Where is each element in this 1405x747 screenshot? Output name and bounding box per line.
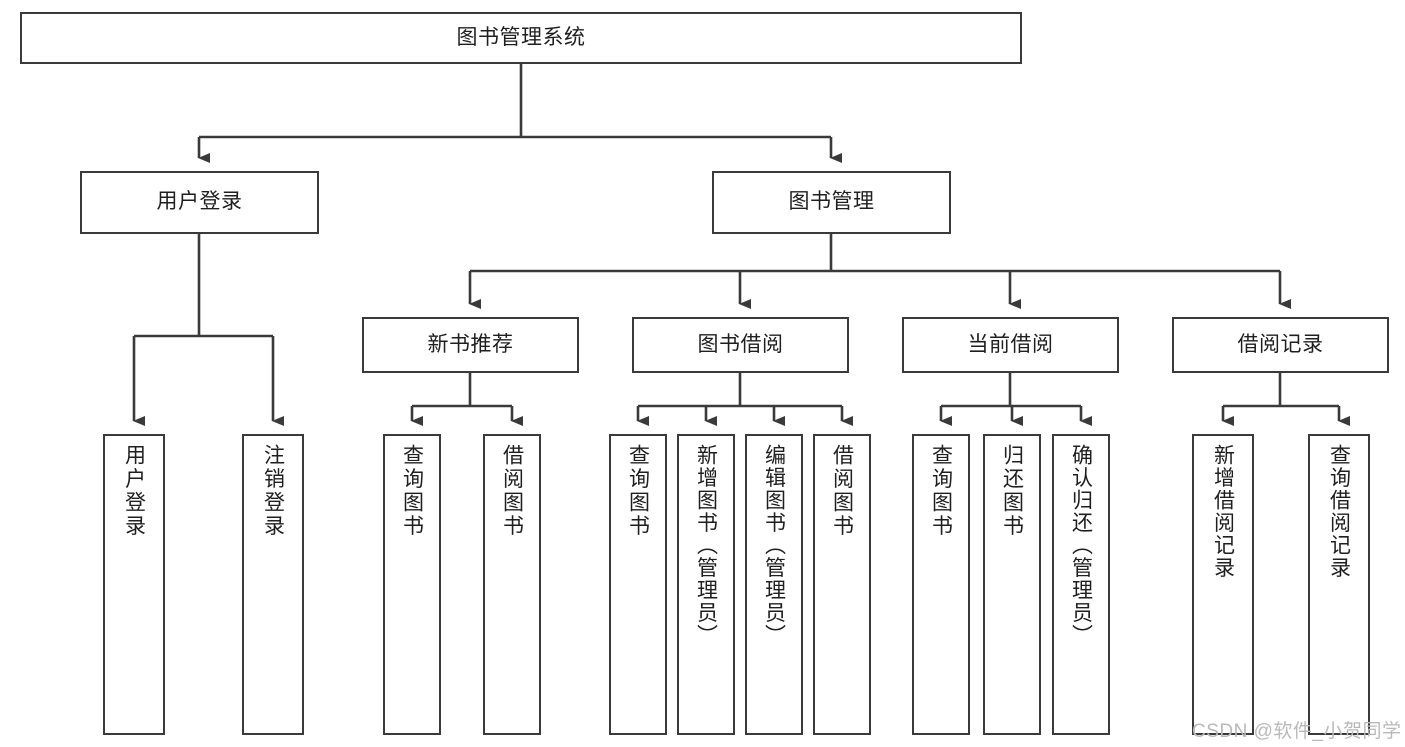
node-borrow-record[interactable]: 借阅记录 <box>1172 317 1389 373</box>
leaf-user-login-label: 用户登录 <box>122 444 146 538</box>
leaf-query-book-recommend-label: 查询图书 <box>400 444 424 538</box>
csdn-watermark: CSDN @软件_小贺同学 <box>1192 716 1401 743</box>
node-root-label: 图书管理系统 <box>456 25 586 49</box>
node-new-book-recommend[interactable]: 新书推荐 <box>362 317 579 373</box>
leaf-borrow-book-recommend-label: 借阅图书 <box>500 444 524 538</box>
leaf-add-book-admin-label: 新增图书（管理员） <box>694 444 718 647</box>
leaf-query-borrow-record[interactable]: 查询借阅记录 <box>1308 434 1370 735</box>
leaf-query-book-borrow-label: 查询图书 <box>626 444 650 538</box>
node-root[interactable]: 图书管理系统 <box>20 12 1022 64</box>
leaf-add-borrow-record[interactable]: 新增借阅记录 <box>1192 434 1254 735</box>
leaf-borrow-book[interactable]: 借阅图书 <box>813 434 871 735</box>
node-borrow-record-label: 借阅记录 <box>1237 332 1324 356</box>
leaf-query-book-borrow[interactable]: 查询图书 <box>609 434 667 735</box>
leaf-return-book[interactable]: 归还图书 <box>983 434 1041 735</box>
leaf-query-book-current-label: 查询图书 <box>929 444 953 538</box>
leaf-logout-label: 注销登录 <box>261 444 285 538</box>
leaf-query-book-current[interactable]: 查询图书 <box>912 434 970 735</box>
leaf-query-book-recommend[interactable]: 查询图书 <box>383 434 441 735</box>
csdn-watermark-text: CSDN @软件_小贺同学 <box>1192 721 1402 742</box>
leaf-confirm-return-admin-label: 确认归还（管理员） <box>1069 444 1093 647</box>
leaf-borrow-book-label: 借阅图书 <box>830 444 854 538</box>
node-book-management[interactable]: 图书管理 <box>712 171 951 234</box>
node-book-borrow-label: 图书借阅 <box>697 332 784 356</box>
leaf-user-login[interactable]: 用户登录 <box>103 434 165 735</box>
node-user-login-label: 用户登录 <box>156 190 243 214</box>
leaf-edit-book-admin-label: 编辑图书（管理员） <box>762 444 786 647</box>
leaf-add-book-admin[interactable]: 新增图书（管理员） <box>677 434 735 735</box>
leaf-edit-book-admin[interactable]: 编辑图书（管理员） <box>745 434 803 735</box>
leaf-query-borrow-record-label: 查询借阅记录 <box>1327 444 1351 579</box>
leaf-add-borrow-record-label: 新增借阅记录 <box>1211 444 1235 579</box>
leaf-borrow-book-recommend[interactable]: 借阅图书 <box>483 434 541 735</box>
leaf-return-book-label: 归还图书 <box>1000 444 1024 538</box>
leaf-confirm-return-admin[interactable]: 确认归还（管理员） <box>1052 434 1110 735</box>
node-current-borrow-label: 当前借阅 <box>967 332 1054 356</box>
leaf-logout[interactable]: 注销登录 <box>242 434 304 735</box>
node-book-management-label: 图书管理 <box>788 190 875 214</box>
node-current-borrow[interactable]: 当前借阅 <box>902 317 1119 373</box>
node-new-book-recommend-label: 新书推荐 <box>427 332 514 356</box>
node-book-borrow[interactable]: 图书借阅 <box>632 317 849 373</box>
node-user-login[interactable]: 用户登录 <box>80 171 319 234</box>
